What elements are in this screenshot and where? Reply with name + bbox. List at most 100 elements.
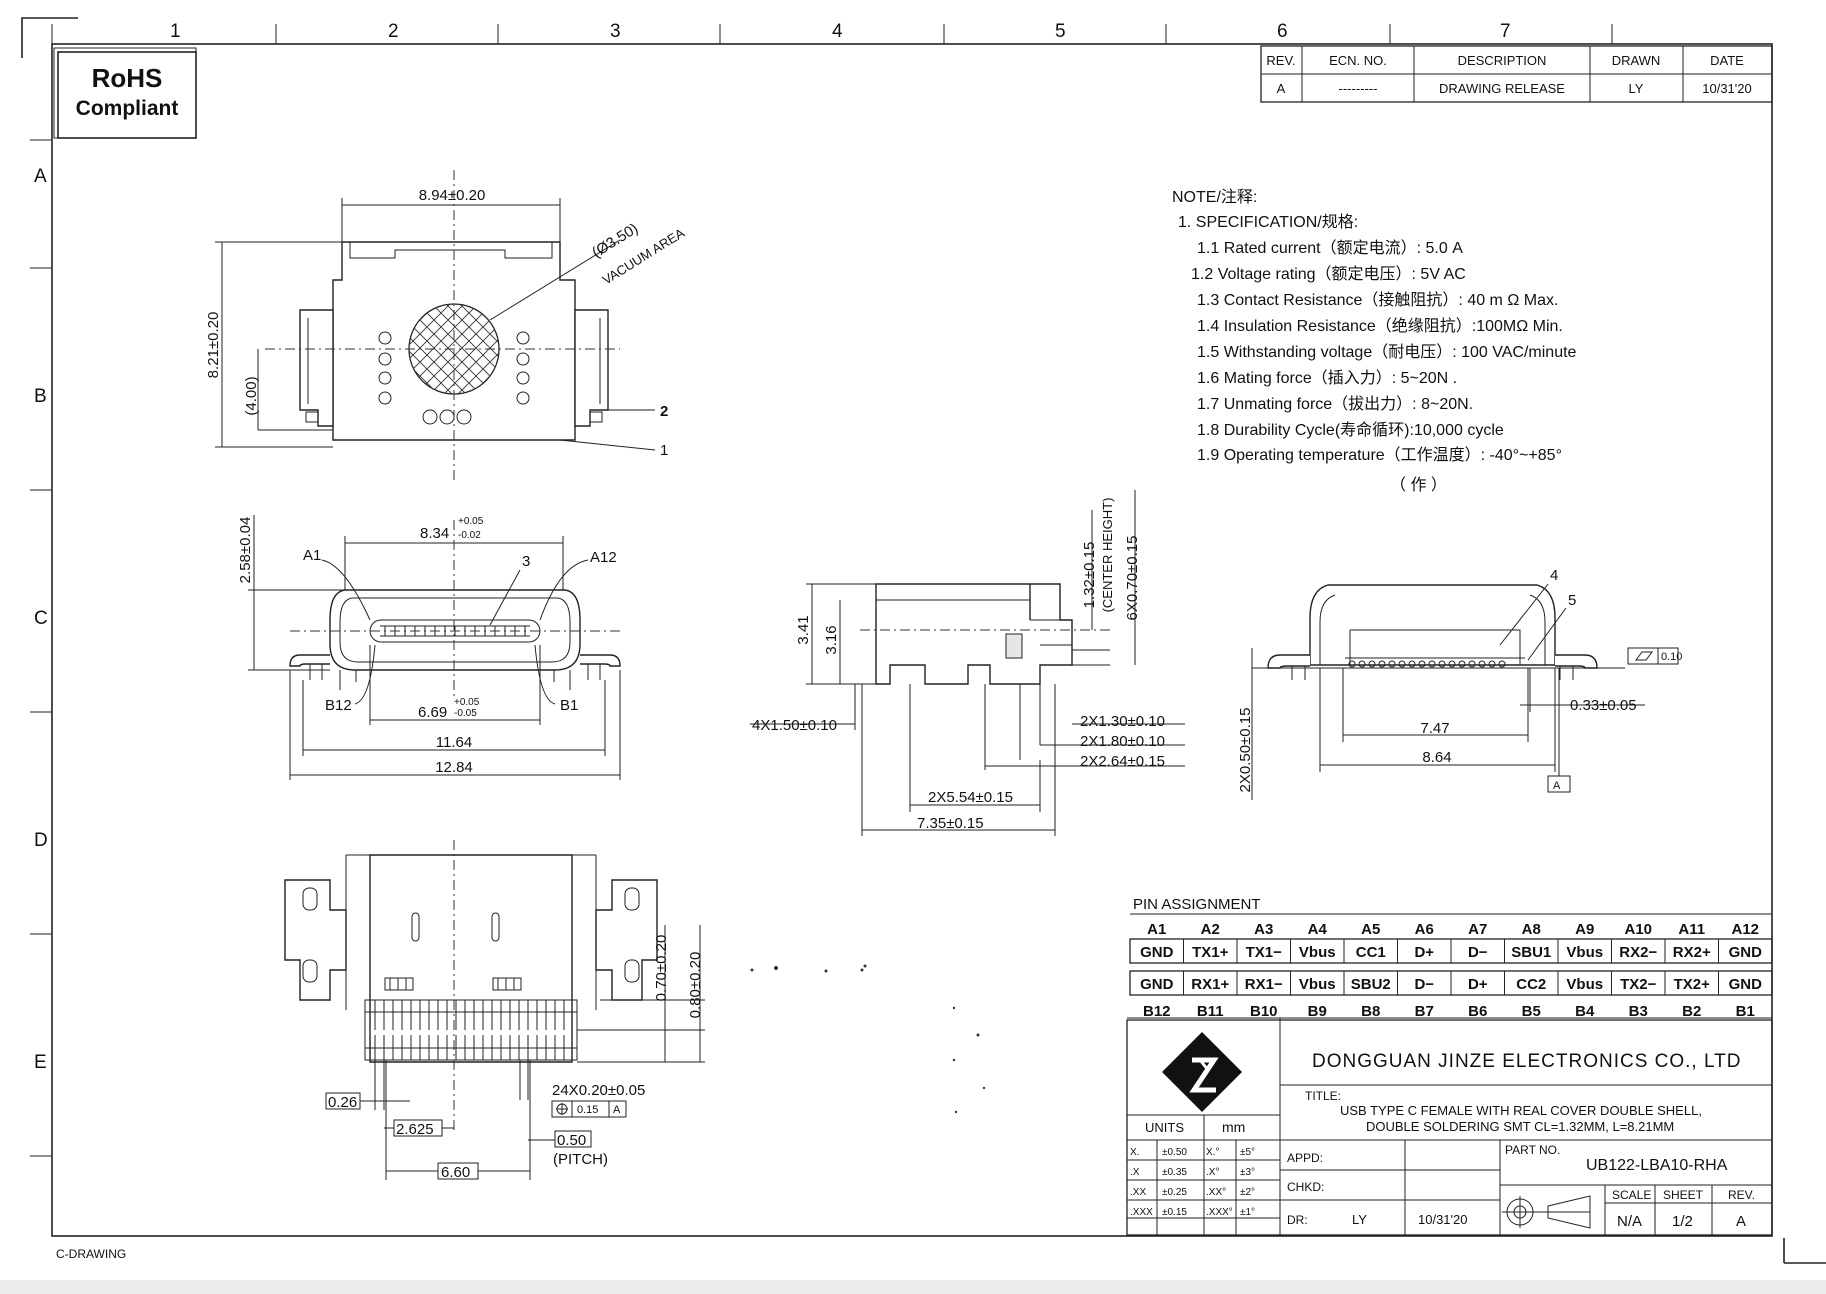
- rev-label: REV.: [1728, 1188, 1755, 1202]
- pin-label-a: A12: [1731, 921, 1759, 938]
- tolerance-cell: ±0.50: [1162, 1147, 1187, 1158]
- note-item-5: 1.5 Withstanding voltage（耐电压）: 100 VAC/m…: [1197, 343, 1577, 361]
- front-top-tol-upper: +0.05: [458, 516, 484, 527]
- bottom-pins: 24X0.20±0.05: [552, 1082, 645, 1099]
- zone-col-6: 6: [1277, 21, 1288, 42]
- pin-signal-b: RX1−: [1245, 976, 1283, 993]
- bottom-tol-datum: A: [613, 1104, 621, 1116]
- rohs-badge: RoHS Compliant: [53, 47, 197, 139]
- pin-signal-b: D+: [1468, 976, 1488, 993]
- sheet-label: SHEET: [1663, 1188, 1704, 1202]
- title-line2: DOUBLE SOLDERING SMT CL=1.32MM, L=8.21MM: [1366, 1119, 1674, 1134]
- top-height-dim: 8.21±0.20: [205, 312, 222, 379]
- rev-header-drawn: DRAWN: [1612, 53, 1661, 68]
- zone-col-2: 2: [388, 21, 399, 42]
- note-item-1: 1.1 Rated current（额定电流）: 5.0 A: [1197, 239, 1463, 257]
- front-height-dim: 2.58±0.04: [237, 517, 254, 584]
- tolerance-cell: .XX: [1130, 1187, 1146, 1198]
- pin-label-b: B11: [1197, 1003, 1224, 1020]
- units-label: UNITS: [1145, 1120, 1184, 1135]
- tolerance-cell: .XXX°: [1206, 1207, 1233, 1218]
- bottom-v1: 0.70±0.20: [653, 935, 670, 1002]
- pin-label-a: A10: [1624, 921, 1652, 938]
- pin-signal-a: GND: [1140, 944, 1174, 961]
- pin-label-b: B5: [1522, 1003, 1541, 1020]
- rev-row-date: 10/31'20: [1702, 81, 1751, 96]
- front-w1: 11.64: [436, 734, 472, 751]
- bottom-v2: 0.80±0.20: [687, 952, 704, 1019]
- rev-row-drawn: LY: [1629, 81, 1644, 96]
- dr-label: DR:: [1287, 1213, 1308, 1227]
- bottom-pitch-label: (PITCH): [553, 1151, 608, 1168]
- sheet-value: 1/2: [1672, 1213, 1693, 1230]
- appd-label: APPD:: [1287, 1151, 1323, 1165]
- front-top-tol-lower: -0.02: [458, 530, 481, 541]
- top-callout-1: 1: [660, 442, 668, 459]
- scale-value: N/A: [1617, 1213, 1642, 1230]
- rev-value: A: [1736, 1213, 1746, 1230]
- pin-label-b: B7: [1415, 1003, 1434, 1020]
- front-top-dim: 8.34: [420, 525, 449, 542]
- front-inner-tol-lower: -0.05: [454, 708, 477, 719]
- tolerance-cell: ±3°: [1240, 1167, 1255, 1178]
- zone-ticks-top: [51, 24, 1613, 44]
- front-inner-tol-upper: +0.05: [454, 697, 480, 708]
- pin-label-b: B2: [1682, 1003, 1701, 1020]
- pin-signal-b: CC2: [1516, 976, 1546, 993]
- note-item-9: 1.9 Operating temperature（工作温度）: -40°~+8…: [1197, 446, 1562, 464]
- tolerance-cell: X.: [1130, 1147, 1139, 1158]
- note-item-6: 1.6 Mating force（插入力）: 5~20N .: [1197, 369, 1457, 387]
- pin-assignment-title: PIN ASSIGNMENT: [1133, 896, 1261, 913]
- side-view: 3.41 3.16 1.32±0.15 (CENTER HEIGHT) 6X0.…: [750, 490, 1185, 836]
- tolerance-cell: ±0.35: [1162, 1167, 1187, 1178]
- side-d4: 2X5.54±0.15: [928, 789, 1013, 806]
- pin-label-a: A5: [1361, 921, 1380, 938]
- front-inner-dim: 6.69: [418, 704, 447, 721]
- pin-signal-a: D+: [1414, 944, 1434, 961]
- pin-label-a: A9: [1575, 921, 1594, 938]
- side-h2: 3.16: [823, 625, 840, 654]
- pin-signal-b: TX2−: [1620, 976, 1657, 993]
- note-item-2: 1.2 Voltage rating（额定电压）: 5V AC: [1191, 265, 1466, 283]
- notes-heading: NOTE/注释:: [1172, 188, 1257, 206]
- note-item-7: 1.7 Unmating force（拔出力）: 8~20N.: [1197, 395, 1473, 413]
- pin-signal-b: Vbus: [1566, 976, 1603, 993]
- zone-ticks-left: [30, 139, 52, 1157]
- rev-row-description: DRAWING RELEASE: [1439, 81, 1565, 96]
- tolerance-cell: .X°: [1206, 1167, 1219, 1178]
- zone-row-b: B: [34, 386, 47, 407]
- tolerance-cell: ±1°: [1240, 1207, 1255, 1218]
- pin-label-a: A6: [1415, 921, 1434, 938]
- top-width-dim: 8.94±0.20: [419, 187, 486, 204]
- notes-block: NOTE/注释: 1. SPECIFICATION/规格: 1.1 Rated …: [1172, 188, 1577, 494]
- rev-header-date: DATE: [1710, 53, 1744, 68]
- pin-signal-b: RX1+: [1191, 976, 1229, 993]
- top-view: (Ø3.50) VACUUM AREA 8.94±0.20 8.21±0.20 …: [205, 170, 687, 480]
- pin-label-b: B12: [1143, 1003, 1171, 1020]
- pin-label-a: A3: [1254, 921, 1273, 938]
- rev-header-ecn: ECN. NO.: [1329, 53, 1387, 68]
- title-label: TITLE:: [1305, 1089, 1341, 1103]
- zone-row-c: C: [34, 608, 48, 629]
- zone-row-a: A: [34, 166, 47, 187]
- rev-header-description: DESCRIPTION: [1458, 53, 1547, 68]
- rear-view: 4 5 0.10 0.33±0.05 7.47 8.64 2X0.50±0.15…: [1237, 567, 1682, 800]
- rev-row-rev: A: [1277, 81, 1286, 96]
- pin-signal-b: D−: [1414, 976, 1434, 993]
- rear-datum: A: [1553, 780, 1561, 792]
- dr-date: 10/31'20: [1418, 1212, 1467, 1227]
- pin-label-b: B3: [1629, 1003, 1648, 1020]
- notes-spec: 1. SPECIFICATION/规格:: [1178, 213, 1358, 231]
- note-item-3: 1.3 Contact Resistance（接触阻抗）: 40 m Ω Max…: [1197, 291, 1558, 309]
- rohs-line1: RoHS: [92, 63, 163, 93]
- pin-label-b: B4: [1575, 1003, 1595, 1020]
- pin-label-b: B9: [1308, 1003, 1327, 1020]
- zone-row-d: D: [34, 830, 48, 851]
- tolerance-cell: ±2°: [1240, 1187, 1255, 1198]
- units-value: mm: [1222, 1119, 1245, 1135]
- rear-callout-5: 5: [1568, 592, 1576, 609]
- front-b12: B12: [325, 697, 352, 714]
- pin-label-b: B10: [1250, 1003, 1278, 1020]
